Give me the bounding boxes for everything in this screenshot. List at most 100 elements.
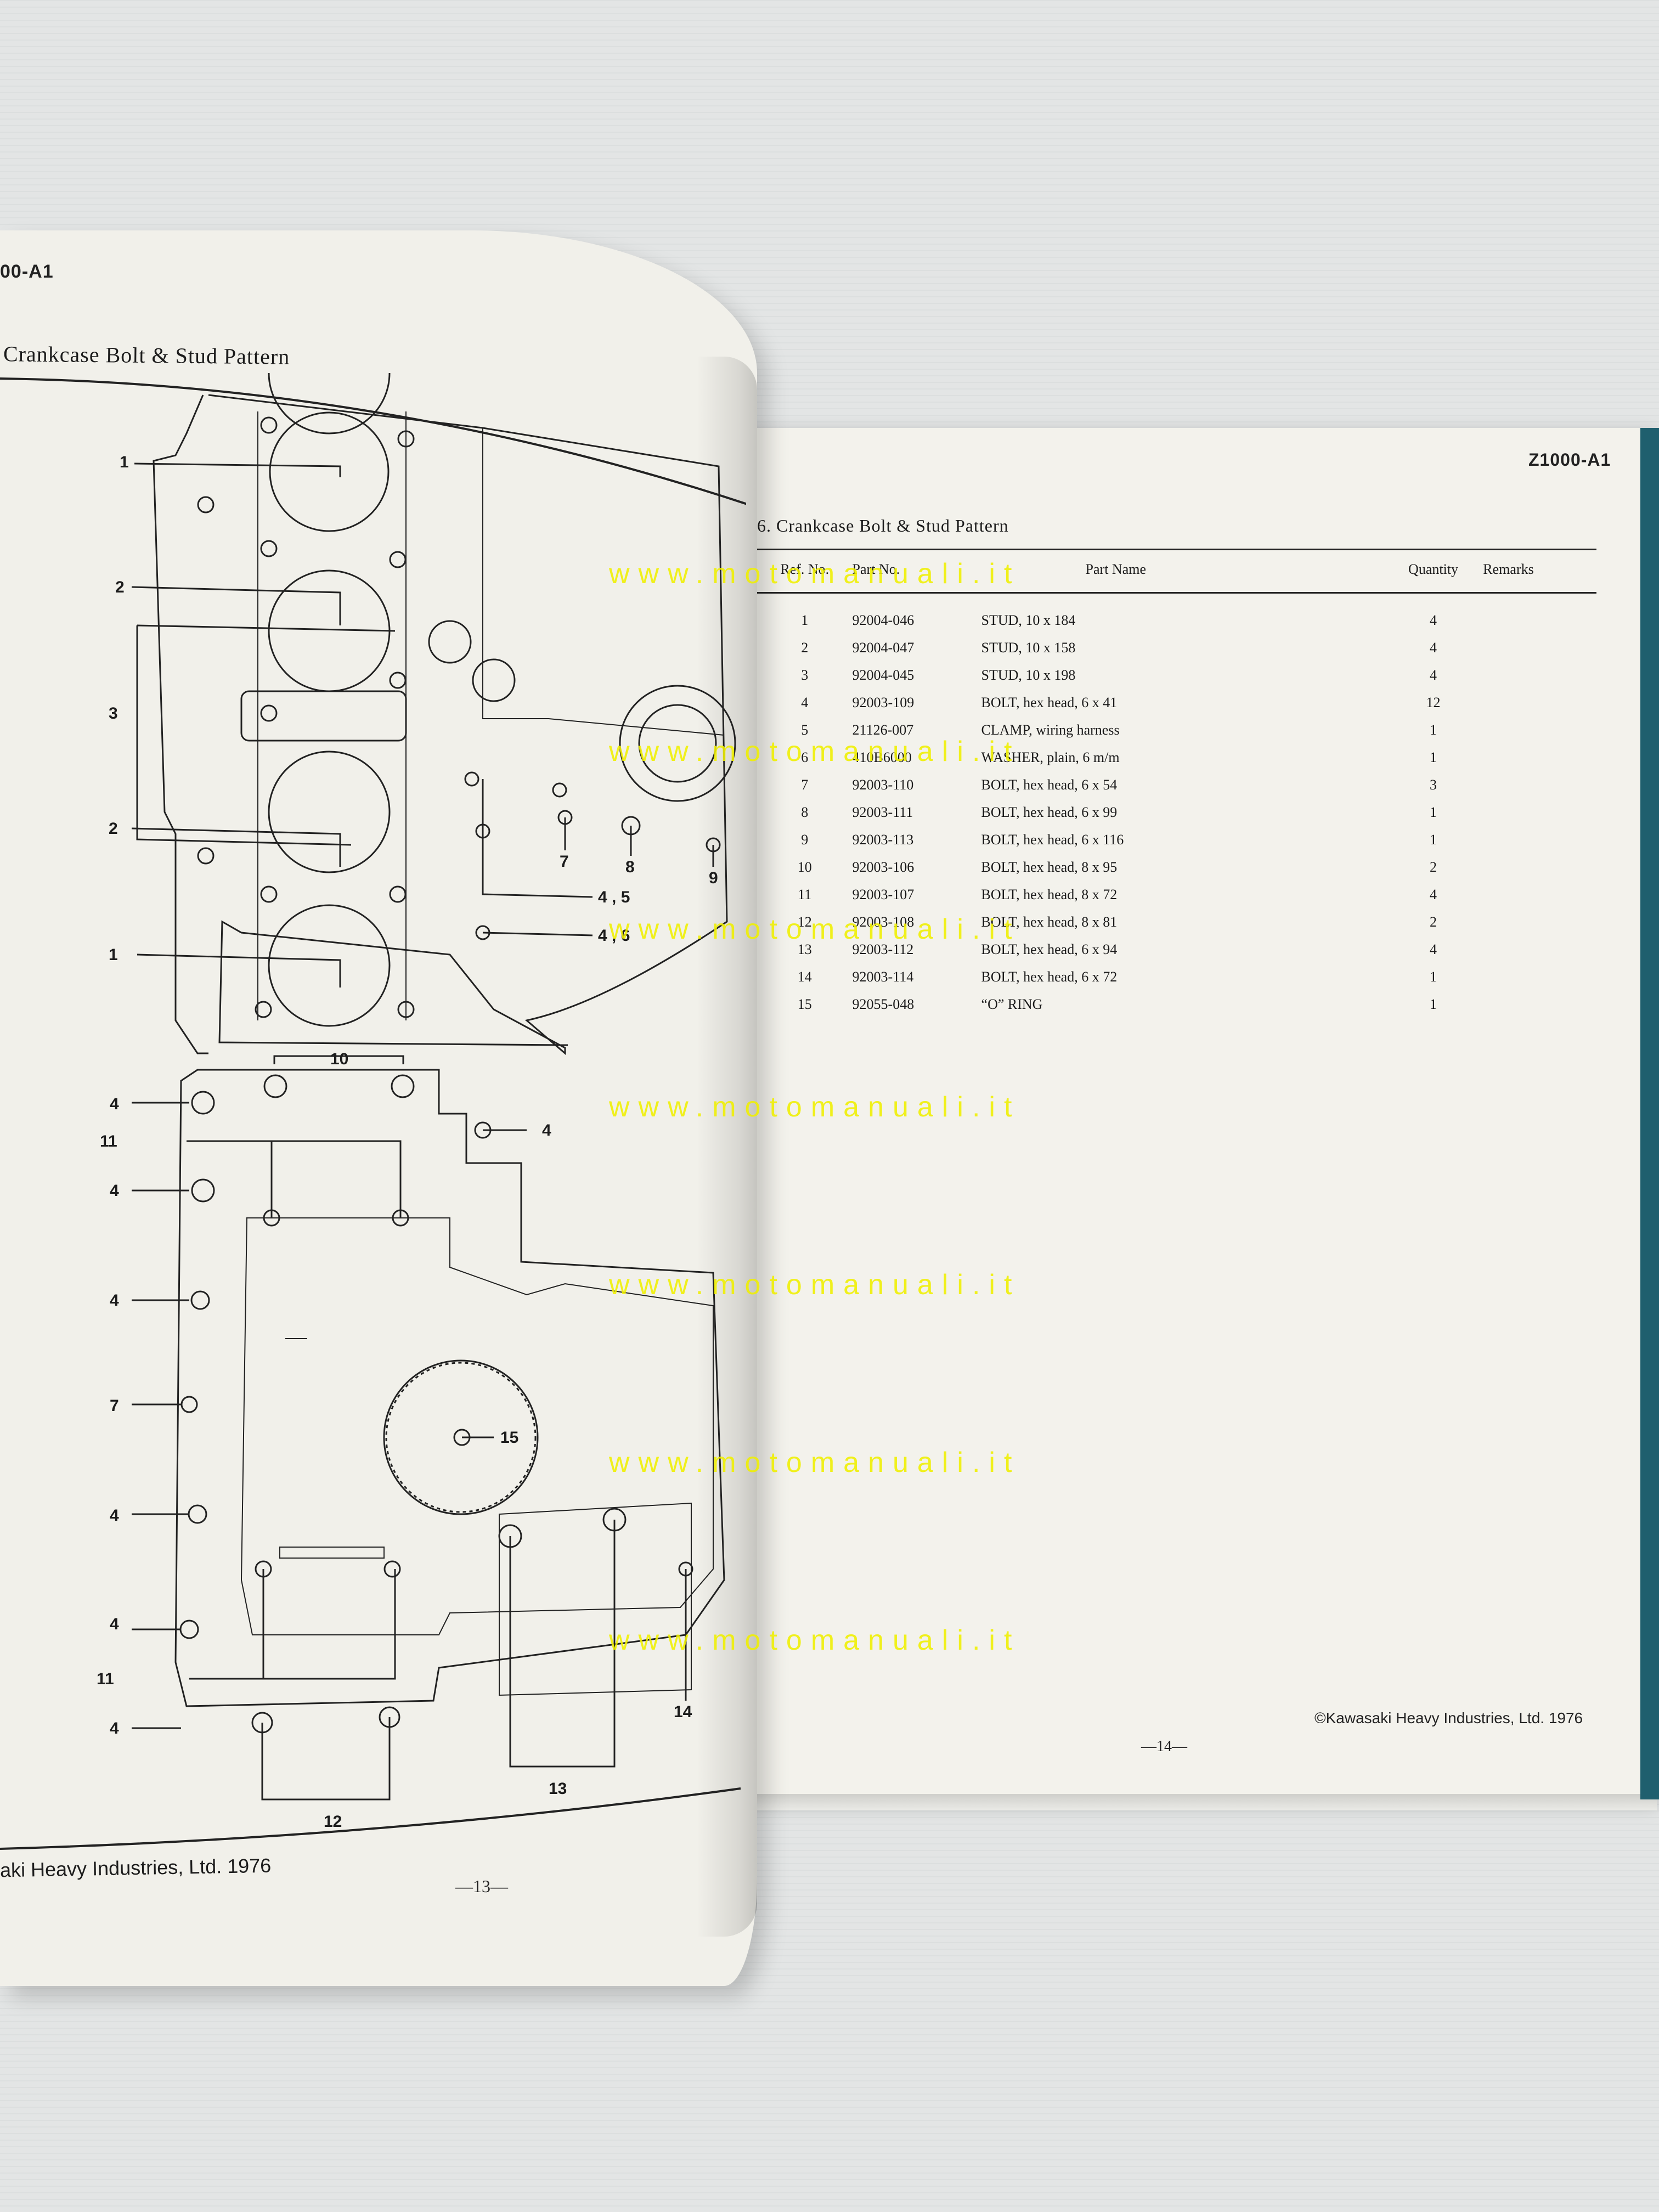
oil-pan-outline	[240, 1217, 714, 1635]
cell-remarks	[1483, 691, 1596, 718]
callout-7-upper: 7	[560, 853, 569, 871]
parts-table-header: Ref. No. Part No. Part Name Quantity Rem…	[757, 549, 1596, 594]
cell-quantity: 1	[1430, 996, 1437, 1012]
callout-4-f: 4	[110, 1615, 119, 1633]
callout-7-lower: 7	[110, 1397, 119, 1415]
cell-part-no: 92055-048	[852, 996, 915, 1012]
watermark-3: www.motomanuali.it	[609, 913, 1021, 945]
cell-remarks	[1483, 992, 1596, 1020]
callout-3: 3	[109, 704, 118, 723]
right-page-title: 6. Crankcase Bolt & Stud Pattern	[757, 516, 1009, 535]
cell-part-no: 21126-007	[852, 722, 914, 738]
lower-case-outline	[174, 1069, 725, 1707]
cell-part-no: 92003-112	[852, 941, 914, 957]
cell-part-no: 92003-114	[852, 969, 914, 985]
cell-quantity: 2	[1430, 859, 1437, 875]
cell-quantity: 12	[1426, 695, 1441, 710]
binder-cover-edge	[1640, 428, 1659, 1799]
cell-part-name: STUD, 10 x 198	[981, 667, 1076, 683]
table-row: 11 92003-107 BOLT, hex head, 8 x 72 4	[757, 883, 1596, 910]
callout-8: 8	[625, 858, 635, 876]
cell-remarks	[1483, 883, 1596, 910]
callout-2-top: 2	[115, 578, 125, 596]
crankcase-diagram: 1 2 3 2 1 7 8 9 4 , 5 4 , 6 10 4 4 11 4 …	[0, 373, 746, 1850]
left-page-title: Crankcase Bolt & Stud Pattern	[3, 341, 290, 369]
cell-part-no: 92003-106	[852, 859, 915, 875]
clutch-housing	[619, 685, 736, 802]
cell-quantity: 1	[1430, 749, 1437, 765]
cell-ref-no: 11	[798, 887, 812, 902]
sump-plate	[499, 1502, 692, 1696]
right-page-edge	[730, 1794, 1657, 1810]
cell-ref-no: 10	[797, 859, 812, 875]
callout-12: 12	[324, 1813, 342, 1831]
col-part-no: Part No.	[852, 549, 981, 594]
cell-part-name: BOLT, hex head, 8 x 72	[981, 887, 1118, 902]
upper-case-left-edge	[153, 394, 208, 1054]
cell-quantity: 4	[1430, 887, 1437, 902]
col-ref-no: Ref. No.	[757, 549, 853, 594]
cell-part-name: BOLT, hex head, 6 x 99	[981, 804, 1118, 820]
cell-part-name: BOLT, hex head, 6 x 41	[981, 695, 1118, 710]
cell-ref-no: 8	[801, 804, 809, 820]
cell-remarks	[1483, 663, 1596, 691]
cell-remarks	[1483, 636, 1596, 663]
upper-case-outline	[208, 394, 728, 1056]
watermark-5: www.motomanuali.it	[609, 1269, 1021, 1301]
cell-ref-no: 2	[801, 640, 809, 656]
callout-4-6: 4 , 6	[598, 927, 630, 945]
cell-part-no: 92004-047	[852, 640, 915, 656]
left-page	[0, 230, 757, 1986]
cell-remarks	[1483, 855, 1596, 883]
cell-quantity: 1	[1430, 804, 1437, 820]
cell-part-no: 92004-046	[852, 612, 915, 628]
cell-part-name: “O” RING	[981, 996, 1043, 1012]
cell-quantity: 1	[1430, 722, 1437, 738]
crankcase-rib	[240, 690, 407, 742]
col-quantity: Quantity	[1383, 549, 1483, 594]
cylinder-bore-1	[268, 373, 391, 435]
page-gutter-shadow	[697, 357, 757, 1937]
watermark-2: www.motomanuali.it	[609, 736, 1021, 768]
cell-ref-no: 4	[801, 695, 809, 710]
cell-part-no: 92003-107	[852, 887, 915, 902]
left-page-copyright: aki Heavy Industries, Ltd. 1976	[0, 1854, 272, 1882]
cell-quantity: 1	[1430, 832, 1437, 848]
cell-part-name: WASHER, plain, 6 m/m	[981, 749, 1120, 765]
right-page-model: Z1000-A1	[1528, 450, 1611, 470]
watermark-4: www.motomanuali.it	[609, 1091, 1021, 1123]
cell-ref-no: 7	[801, 777, 809, 793]
cell-part-no: 92004-045	[852, 667, 915, 683]
cell-remarks	[1483, 800, 1596, 828]
col-remarks: Remarks	[1483, 549, 1596, 594]
col-part-name: Part Name	[981, 549, 1384, 594]
cell-part-name: BOLT, hex head, 6 x 94	[981, 941, 1118, 957]
footer-rule	[0, 1787, 741, 1850]
callout-1-lower: 1	[109, 946, 118, 964]
cell-ref-no: 6	[801, 749, 809, 765]
callout-4-a: 4	[110, 1095, 119, 1113]
left-page-model: 00-A1	[0, 261, 54, 282]
cell-remarks	[1483, 938, 1596, 965]
cell-part-no: 92003-110	[852, 777, 914, 793]
cell-ref-no: 5	[801, 722, 809, 738]
cell-quantity: 4	[1430, 612, 1437, 628]
cell-part-no: 92003-113	[852, 832, 914, 848]
cell-remarks	[1483, 746, 1596, 773]
cell-remarks	[1483, 910, 1596, 938]
right-page	[724, 428, 1657, 1799]
callout-11-upper: 11	[100, 1132, 117, 1150]
callout-4-c: 4	[110, 1182, 119, 1200]
cell-part-name: BOLT, hex head, 8 x 81	[981, 914, 1118, 930]
cell-part-name: BOLT, hex head, 6 x 116	[981, 832, 1124, 848]
